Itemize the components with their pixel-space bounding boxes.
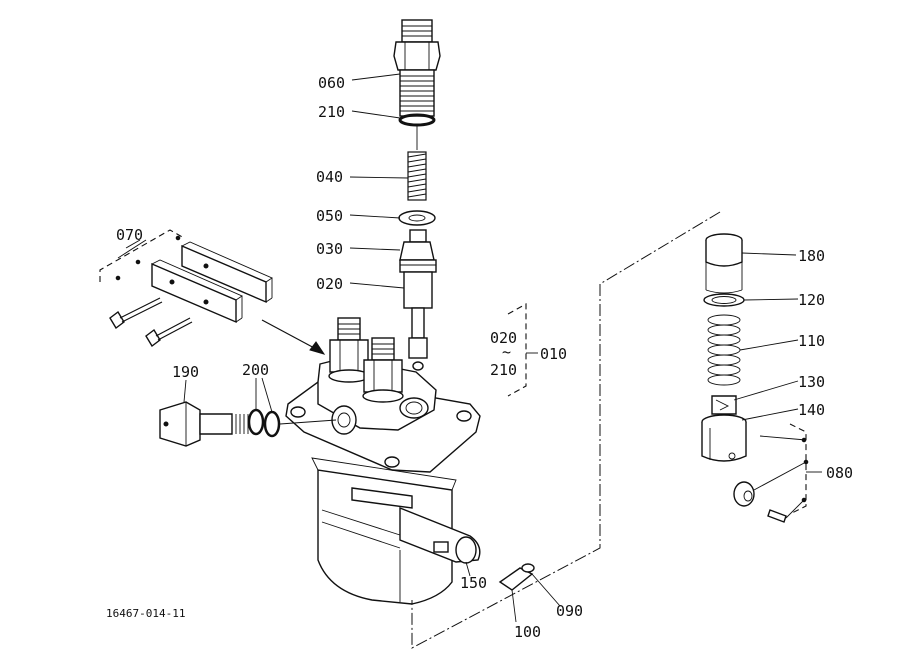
- gasket-200-a: [247, 408, 265, 436]
- callout-200: 200: [242, 361, 269, 379]
- retainer-bracket-kit: [99, 229, 326, 355]
- callout-130: 130: [798, 373, 825, 391]
- callout-210: 210: [318, 103, 345, 121]
- delivery-valve-spring: [407, 151, 427, 201]
- callout-190: 190: [172, 363, 199, 381]
- callout-180: 180: [798, 247, 825, 265]
- callout-060: 060: [318, 74, 345, 92]
- callout-120: 120: [798, 291, 825, 309]
- callout-070: 070: [116, 226, 143, 244]
- callout-110: 110: [798, 332, 825, 350]
- callout-050: 050: [316, 207, 343, 225]
- banjo-bolt: [159, 401, 249, 447]
- callout-210-range-end: 210: [490, 361, 517, 379]
- callout-010: 010: [540, 345, 567, 363]
- callout-080: 080: [826, 464, 853, 482]
- callout-040: 040: [316, 168, 343, 186]
- callout-150: 150: [460, 574, 487, 592]
- delivery-valve-holder: [393, 19, 441, 117]
- drawing-number: 16467-014-11: [106, 607, 185, 620]
- callout-020-range-start: 020: [490, 329, 517, 347]
- governor-spring: [707, 314, 741, 386]
- o-ring-210: [398, 113, 436, 127]
- governor-parts: [701, 233, 787, 523]
- callout-020: 020: [316, 275, 343, 293]
- callout-030: 030: [316, 240, 343, 258]
- svg-text:~: ~: [502, 343, 511, 361]
- pump-body: [285, 317, 481, 605]
- gasket-200-b: [263, 410, 281, 438]
- callout-140: 140: [798, 401, 825, 419]
- gasket-050: [398, 210, 436, 226]
- leader-lines: [117, 73, 822, 623]
- plunger: [403, 271, 433, 371]
- delivery-valve: [399, 229, 437, 273]
- callout-100: 100: [514, 623, 541, 641]
- callout-090: 090: [556, 602, 583, 620]
